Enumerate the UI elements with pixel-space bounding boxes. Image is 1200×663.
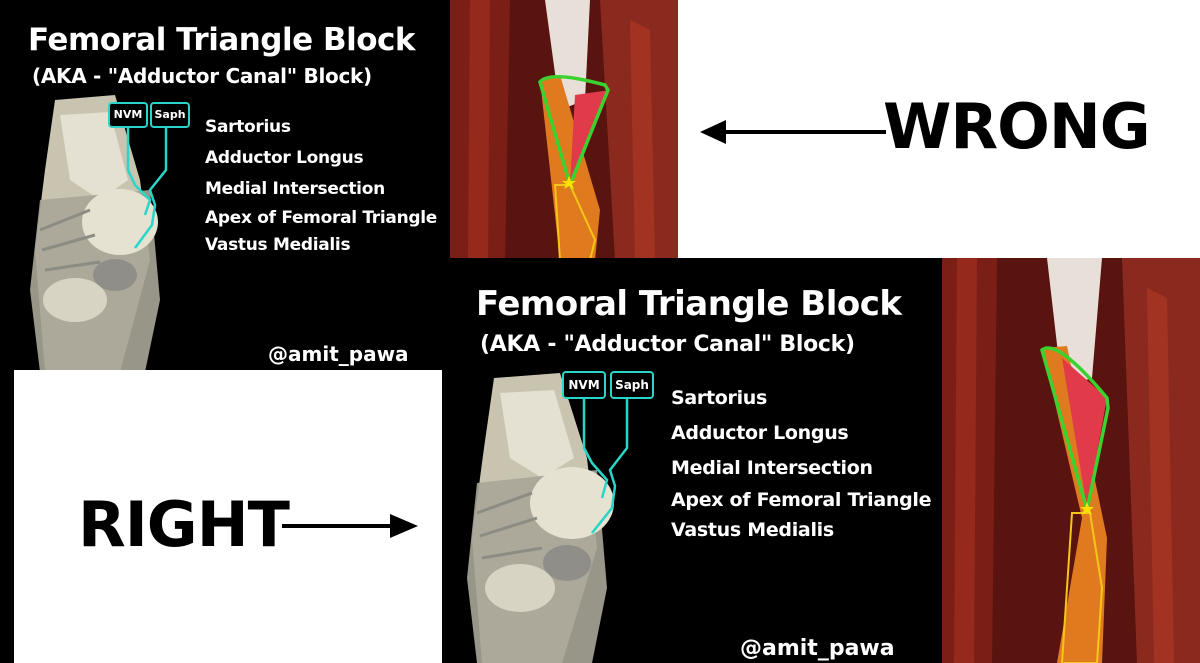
right-arrow-icon xyxy=(282,514,418,538)
femoral-triangle-outline xyxy=(538,74,610,191)
femoral-triangle-outline xyxy=(1040,346,1110,511)
apex-star-icon xyxy=(562,176,576,189)
structure-item: Medial Intersection xyxy=(205,179,385,199)
adductor-region xyxy=(1062,358,1107,508)
author-handle: @amit_pawa xyxy=(268,342,409,366)
structure-list: Sartorius Adductor Longus Medial Interse… xyxy=(205,114,437,263)
structure-item: Vastus Medialis xyxy=(205,235,351,255)
structure-item: Apex of Femoral Triangle xyxy=(205,208,438,228)
structure-item: Adductor Longus xyxy=(671,422,849,444)
right-label: RIGHT xyxy=(78,488,290,561)
sartorius-muscle xyxy=(1042,346,1107,663)
bottom-slide: Femoral Triangle Block (AKA - "Adductor … xyxy=(442,258,942,663)
structure-item: Vastus Medialis xyxy=(671,519,834,541)
saph-nerve-line xyxy=(133,128,168,249)
apex-star-icon xyxy=(1080,502,1094,515)
slide-subtitle: (AKA - "Adductor Canal" Block) xyxy=(32,64,372,88)
wrong-panel: WRONG xyxy=(678,0,1200,258)
nvm-nerve-line xyxy=(126,128,152,216)
structure-item: Sartorius xyxy=(205,117,291,137)
nvm-tag: NVM xyxy=(562,371,606,399)
saph-tag: Saph xyxy=(150,102,190,128)
wrong-label: WRONG xyxy=(883,90,1151,163)
structure-item: Apex of Femoral Triangle xyxy=(671,489,932,511)
knee-anatomy-illustration xyxy=(30,95,168,372)
knee-anatomy-illustration xyxy=(467,373,629,663)
thigh-anatomy-wrong xyxy=(450,0,678,260)
left-arrow-icon xyxy=(700,120,886,144)
structure-list: Sartorius Adductor Longus Medial Interse… xyxy=(671,384,931,550)
sartorius-muscle xyxy=(540,75,600,260)
structure-item: Sartorius xyxy=(671,387,768,409)
top-slide: Femoral Triangle Block (AKA - "Adductor … xyxy=(0,0,450,372)
structure-item: Medial Intersection xyxy=(671,457,873,479)
slide-title: Femoral Triangle Block xyxy=(28,22,416,58)
structure-item: Adductor Longus xyxy=(205,148,364,168)
saph-tag: Saph xyxy=(610,371,654,399)
slide-title: Femoral Triangle Block xyxy=(476,284,902,324)
nvm-nerve-line xyxy=(582,398,609,499)
right-panel: RIGHT xyxy=(14,370,442,663)
nvm-tag: NVM xyxy=(108,102,148,128)
vastus-outline xyxy=(1060,512,1104,663)
author-handle: @amit_pawa xyxy=(740,636,895,661)
slide-subtitle: (AKA - "Adductor Canal" Block) xyxy=(480,332,855,357)
thigh-anatomy-right xyxy=(942,258,1200,663)
saph-nerve-line xyxy=(591,398,629,534)
